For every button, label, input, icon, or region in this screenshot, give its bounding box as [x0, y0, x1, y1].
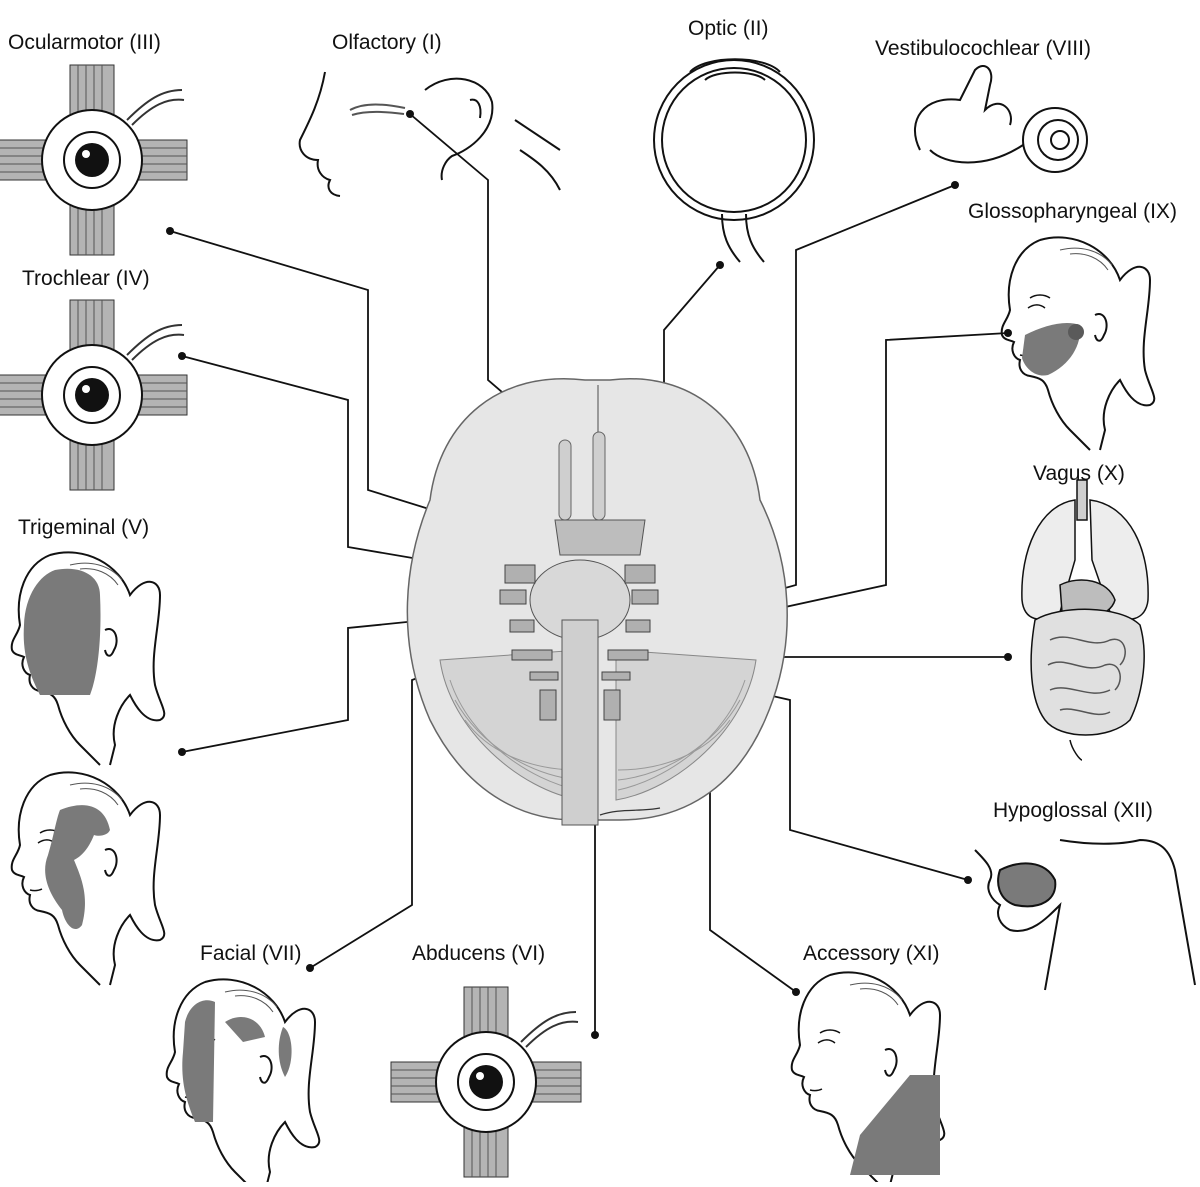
- head-illustration-trigeminal: [10, 551, 166, 766]
- label-accessory: Accessory (XI): [803, 942, 940, 965]
- eye-muscles-illustration-trochlear: [0, 299, 188, 491]
- head-illustration-accessory: [790, 971, 946, 1186]
- head-illustration-facial: [165, 978, 321, 1187]
- head-illustration-facial-branches: [10, 771, 166, 986]
- inner-ear-illustration: [914, 65, 1088, 173]
- label-trigeminal: Trigeminal (V): [18, 516, 150, 539]
- eye-muscles-illustration-abducens: [390, 986, 582, 1178]
- label-abducens: Abducens (VI): [412, 942, 546, 965]
- eye-muscles-illustration-oculomotor: [0, 64, 188, 256]
- brain-inferior-view: [406, 378, 788, 826]
- label-optic: Optic (II): [688, 17, 769, 40]
- nose-illustration: [298, 71, 561, 197]
- label-glossopharyngeal: Glossopharyngeal (IX): [968, 200, 1177, 223]
- mouth-tongue-illustration: [974, 838, 1196, 991]
- connector-dots: [166, 110, 1012, 1039]
- label-trochlear: Trochlear (IV): [22, 267, 150, 290]
- thoracic-abdominal-organs-illustration: [1021, 479, 1149, 761]
- head-illustration-glossopharyngeal: [1000, 236, 1156, 451]
- label-vagus: Vagus (X): [1033, 462, 1125, 485]
- label-hypoglossal: Hypoglossal (XII): [993, 799, 1153, 822]
- label-olfactory: Olfactory (I): [332, 31, 442, 54]
- label-oculomotor: Ocularmotor (III): [8, 31, 161, 54]
- label-vestibulocochlear: Vestibulocochlear (VIII): [875, 37, 1091, 60]
- label-facial: Facial (VII): [200, 942, 302, 965]
- eyeball-section-illustration: [653, 58, 815, 263]
